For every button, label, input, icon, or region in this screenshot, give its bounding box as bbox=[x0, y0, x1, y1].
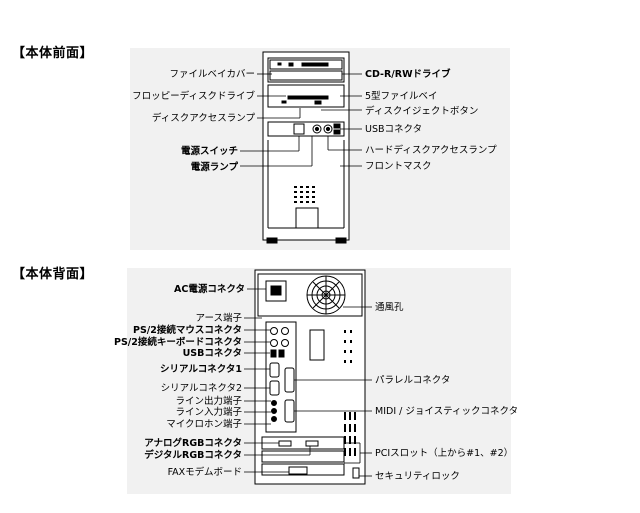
label-power-lamp: 電源ランプ bbox=[191, 161, 239, 173]
label-earth-terminal: アース端子 bbox=[196, 312, 243, 324]
front-vent-holes bbox=[294, 186, 315, 203]
label-hdd-access-lamp: ハードディスクアクセスランプ bbox=[365, 144, 497, 156]
label-line-out: ライン出力端子 bbox=[175, 395, 242, 407]
label-floppy-drive: フロッピーディスクドライブ bbox=[132, 90, 255, 102]
label-midi-joystick: MIDI / ジョイスティックコネクタ bbox=[375, 406, 518, 417]
front-pc-illustration bbox=[262, 51, 350, 244]
label-cdrw-drive: CD-R/RWドライブ bbox=[365, 68, 451, 80]
label-fax-modem: FAXモデムボード bbox=[168, 466, 242, 478]
label-security-lock: セキュリティロック bbox=[375, 471, 460, 482]
label-usb-connector-back: USBコネクタ bbox=[183, 347, 242, 359]
label-digital-rgb: デジタルRGBコネクタ bbox=[144, 449, 242, 461]
label-parallel: パラレルコネクタ bbox=[375, 375, 450, 386]
label-vent: 通風孔 bbox=[375, 302, 404, 313]
front-left-labels: ファイルベイカバー フロッピーディスクドライブ ディスクアクセスランプ 電源スイ… bbox=[132, 69, 255, 173]
label-front-mask: フロントマスク bbox=[365, 161, 432, 172]
back-right-labels: 通風孔 パラレルコネクタ MIDI / ジョイスティックコネクタ PCIスロット… bbox=[375, 302, 518, 482]
front-heading: 【本体前面】 bbox=[12, 46, 94, 61]
label-ps2-mouse: PS/2接続マウスコネクタ bbox=[133, 324, 242, 336]
back-left-labels: AC電源コネクタ アース端子 PS/2接続マウスコネクタ PS/2接続キーボード… bbox=[114, 283, 245, 478]
front-leader-lines bbox=[240, 73, 362, 167]
label-power-switch: 電源スイッチ bbox=[181, 145, 238, 157]
label-usb-connector-front: USBコネクタ bbox=[365, 124, 422, 135]
label-serial-1: シリアルコネクタ1 bbox=[160, 363, 242, 375]
label-line-in: ライン入力端子 bbox=[175, 406, 242, 418]
label-microphone: マイクロホン端子 bbox=[166, 418, 242, 430]
label-disk-access-lamp: ディスクアクセスランプ bbox=[152, 112, 256, 124]
label-file-bay-cover: ファイルベイカバー bbox=[169, 69, 255, 80]
label-5inch-bay: 5型ファイルベイ bbox=[365, 91, 438, 102]
label-eject-button: ディスクイジェクトボタン bbox=[365, 105, 478, 117]
label-pci-slot: PCIスロット（上から#1、#2） bbox=[375, 447, 513, 459]
label-ps2-keyboard: PS/2接続キーボードコネクタ bbox=[114, 336, 242, 348]
back-heading: 【本体背面】 bbox=[12, 267, 94, 282]
front-right-labels: CD-R/RWドライブ 5型ファイルベイ ディスクイジェクトボタン USBコネク… bbox=[365, 68, 497, 172]
label-analog-rgb: アナログRGBコネクタ bbox=[144, 437, 242, 449]
back-leader-lines bbox=[244, 288, 372, 477]
label-serial-2: シリアルコネクタ2 bbox=[161, 383, 242, 394]
back-vent-holes bbox=[344, 330, 356, 456]
label-ac-power-connector: AC電源コネクタ bbox=[174, 283, 245, 295]
